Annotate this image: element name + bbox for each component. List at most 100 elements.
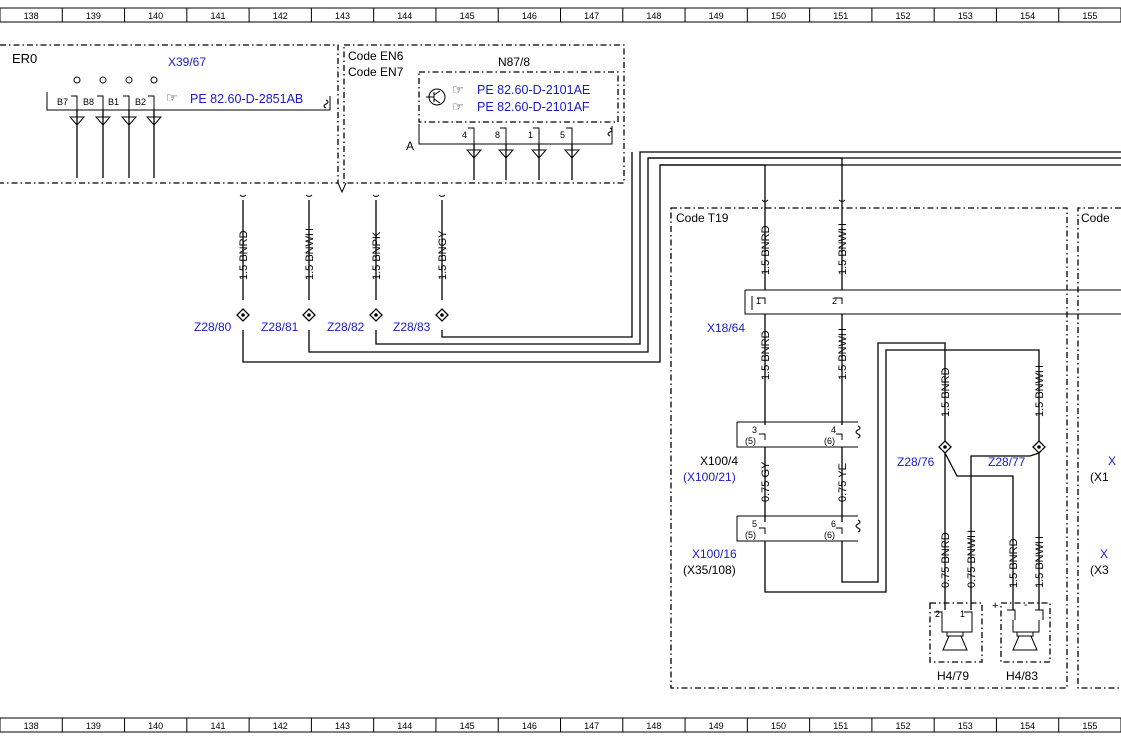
ruler-cell-155: 155 (1082, 721, 1097, 731)
pin-4: 4 (462, 130, 467, 140)
ruler-cell-140: 140 (148, 11, 163, 21)
ruler-cell-153: 153 (958, 11, 973, 21)
h4-79-label: H4/79 (937, 669, 969, 683)
n87-ref-1: PE 82.60-D-2101AE (477, 83, 590, 97)
h4-83-label: H4/83 (1006, 669, 1038, 683)
ruler-cell-148: 148 (646, 11, 661, 21)
ruler-cell-150: 150 (771, 721, 786, 731)
c2-pin-6: 6 (831, 519, 836, 529)
c1-pin-3b: (5) (745, 436, 756, 446)
left-wires (236, 151, 1121, 363)
pin-a-label: A (406, 139, 414, 153)
ruler-cell-145: 145 (460, 721, 475, 731)
splice-z28-76: Z28/76 (897, 455, 935, 469)
er0-box: ER0 X39/67 B7 B8 B1 B2 ☞ PE 82.60-D-2851… (0, 44, 339, 184)
ruler-cell-152: 152 (896, 11, 911, 21)
right-x-1: X (1108, 454, 1116, 468)
hand-icon: ☞ (452, 82, 464, 97)
code-en-box: Code EN6 Code EN7 N87/8 ☞ ☞ PE 82.60-D-2… (337, 44, 625, 194)
h479-pin-1: 1 (960, 609, 965, 619)
x100-21-label: (X100/21) (683, 470, 736, 484)
h483-minus: - (1024, 599, 1028, 611)
ruler-cell-153: 153 (958, 721, 973, 731)
ruler-cell-152: 152 (896, 721, 911, 731)
ruler-cell-142: 142 (273, 11, 288, 21)
ruler-cell-147: 147 (584, 11, 599, 21)
t19-wire-bnwh-2: 1.5 BNWH (837, 328, 849, 380)
pin-b8: B8 (83, 97, 94, 107)
spk-wire-bnrd-075: 0.75 BNRD (940, 532, 952, 588)
ruler-cell-149: 149 (709, 11, 724, 21)
pin-8: 8 (495, 130, 500, 140)
er0-pins: B7 B8 B1 B2 (57, 76, 163, 178)
n87-ref-2: PE 82.60-D-2101AF (477, 100, 590, 114)
ruler-cell-144: 144 (397, 11, 412, 21)
splice-z28-77: Z28/77 (988, 455, 1026, 469)
speaker-icon (946, 631, 964, 637)
pin-b1: B1 (108, 97, 119, 107)
ruler-cell-140: 140 (148, 721, 163, 731)
t19-wire-bnwh-1: 1.5 BNWH (837, 223, 849, 275)
ruler-cell-143: 143 (335, 721, 350, 731)
er0-title: ER0 (12, 51, 37, 66)
code-t19-label: Code T19 (676, 211, 729, 225)
spk-wire-bnrd-top: 1.5 BNRD (940, 367, 952, 417)
ruler-cell-155: 155 (1082, 11, 1097, 21)
spk-wire-bnwh-top: 1.5 BNWH (1034, 365, 1046, 417)
right-x-2b: (X3 (1090, 563, 1109, 577)
er0-reference: PE 82.60-D-2851AB (190, 92, 303, 106)
pin-1: 1 (528, 130, 533, 140)
right-edge-box: Code X (X1 X (X3 (1077, 207, 1121, 689)
ruler-cell-138: 138 (24, 11, 39, 21)
code-t19-box: Code T19 1 2 X18/64 3 (5) 4 (6) X100/4 (… (648, 157, 1121, 689)
speaker-icon (1016, 631, 1034, 637)
ruler-cell-154: 154 (1020, 721, 1035, 731)
ruler-cell-151: 151 (833, 11, 848, 21)
c1-pin-4: 4 (831, 425, 836, 435)
pin-b7: B7 (57, 97, 68, 107)
pin-5: 5 (560, 130, 565, 140)
ruler-cell-143: 143 (335, 11, 350, 21)
x100-16-label: X100/16 (692, 547, 737, 561)
wire-label-bnpk: 1.5 BNPK (371, 231, 383, 280)
hand-icon: ☞ (452, 99, 464, 114)
x18-pin-1: 1 (756, 296, 761, 306)
ruler-cell-146: 146 (522, 721, 537, 731)
ruler-cell-151: 151 (833, 721, 848, 731)
wire-label-bnrd: 1.5 BNRD (238, 230, 250, 280)
c2-pin-6b: (6) (824, 530, 835, 540)
c2-pin-5: 5 (752, 519, 757, 529)
ruler-cell-139: 139 (86, 11, 101, 21)
x35-108-label: (X35/108) (683, 563, 736, 577)
splice-z28-82: Z28/82 (327, 320, 365, 334)
c2-pin-5b: (5) (745, 530, 756, 540)
hand-icon: ☞ (166, 90, 178, 105)
x39-67-label: X39/67 (168, 55, 206, 69)
h483-plus: + (992, 600, 998, 612)
ruler-cell-145: 145 (460, 11, 475, 21)
code-en6: Code EN6 (348, 49, 404, 63)
x18-64-label: X18/64 (707, 321, 745, 335)
ruler-cell-138: 138 (24, 721, 39, 731)
splice-z28-83: Z28/83 (393, 320, 431, 334)
ruler-cell-154: 154 (1020, 11, 1035, 21)
right-x-2: X (1100, 547, 1108, 561)
right-code-label: Code (1081, 211, 1110, 225)
splice-z28-81: Z28/81 (261, 320, 299, 334)
c1-pin-4b: (6) (824, 436, 835, 446)
ruler-cell-141: 141 (210, 11, 225, 21)
ruler-cell-142: 142 (273, 721, 288, 731)
x100-4-label: X100/4 (700, 454, 738, 468)
ruler-cell-147: 147 (584, 721, 599, 731)
code-en7: Code EN7 (348, 65, 404, 79)
ruler-cell-150: 150 (771, 11, 786, 21)
wire-label-bnwh: 1.5 BNWH (304, 228, 316, 280)
spk-wire-bnwh-075: 0.75 BNWH (966, 530, 978, 588)
ruler-cell-144: 144 (397, 721, 412, 731)
n87-8-label: N87/8 (498, 55, 530, 69)
spk-wire-bnwh-15: 1.5 BNWH (1034, 536, 1046, 588)
splice-z28-80: Z28/80 (194, 320, 232, 334)
